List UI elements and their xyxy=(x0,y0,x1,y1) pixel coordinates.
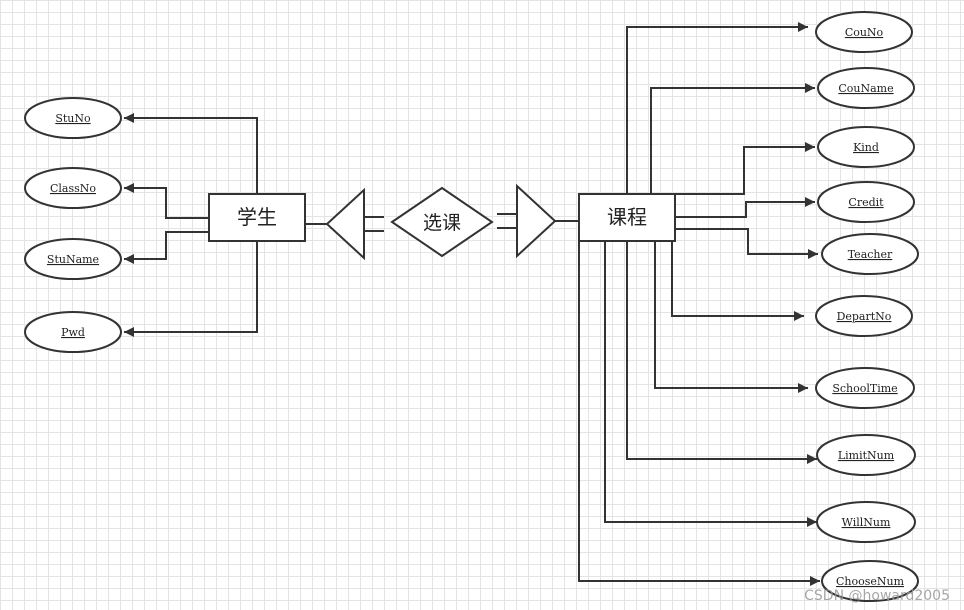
entity-course xyxy=(578,193,676,242)
attribute-couno-label: CouNo xyxy=(845,26,884,39)
attribute-departno-label: DepartNo xyxy=(837,310,892,323)
attribute-kind-label: Kind xyxy=(853,141,879,154)
connector-stuname xyxy=(124,231,209,264)
connector-classno xyxy=(124,183,209,219)
course-relationship-link xyxy=(497,183,579,259)
connector-pwd xyxy=(124,241,258,337)
attribute-choosenum xyxy=(821,560,919,602)
relationship-diamond xyxy=(390,186,494,258)
attribute-stuname xyxy=(24,238,122,280)
course-cardinality-marker xyxy=(516,183,557,259)
attribute-credit-label: Credit xyxy=(848,196,884,209)
student-connectors xyxy=(124,113,258,337)
student-attributes: StuNo ClassNo StuName Pwd xyxy=(24,97,122,353)
connector-stuno xyxy=(124,113,258,194)
attribute-couno xyxy=(815,11,913,53)
attribute-couname-label: CouName xyxy=(838,82,893,95)
attribute-departno xyxy=(815,295,913,337)
connector-limitnum xyxy=(626,241,817,464)
connector-choosenum xyxy=(578,241,820,586)
connector-schooltime xyxy=(654,241,808,393)
attribute-stuno xyxy=(24,97,122,139)
attribute-schooltime xyxy=(815,367,915,409)
attribute-couname xyxy=(817,67,915,109)
course-connectors xyxy=(578,22,820,586)
attribute-credit xyxy=(817,181,915,223)
student-cardinality-marker xyxy=(325,187,365,261)
attribute-limitnum xyxy=(816,434,916,476)
attribute-teacher-label: Teacher xyxy=(848,248,893,261)
student-relationship-link xyxy=(305,187,384,261)
attribute-choosenum-label: ChooseNum xyxy=(836,575,905,588)
attribute-kind xyxy=(817,126,915,168)
attribute-stuno-label: StuNo xyxy=(55,112,91,125)
entity-student-label: 学生 xyxy=(237,205,277,229)
watermark: CSDN @howard2005 xyxy=(804,588,950,604)
attribute-pwd-label: Pwd xyxy=(61,326,85,339)
connector-departno xyxy=(671,241,804,321)
attribute-classno xyxy=(24,167,122,209)
entity-course-label: 课程 xyxy=(607,205,647,229)
attribute-schooltime-label: SchoolTime xyxy=(832,382,897,395)
attribute-pwd xyxy=(24,311,122,353)
attribute-classno-label: ClassNo xyxy=(50,182,96,195)
connector-willnum xyxy=(604,241,817,527)
entity-student xyxy=(208,193,306,242)
attribute-limitnum-label: LimitNum xyxy=(838,449,895,462)
relationship-label: 选课 xyxy=(423,212,461,234)
connector-couname xyxy=(650,83,815,194)
attribute-willnum xyxy=(816,501,916,543)
connector-couno xyxy=(626,22,808,194)
connector-credit xyxy=(675,197,815,218)
connector-teacher xyxy=(675,228,818,259)
attribute-stuname-label: StuName xyxy=(47,253,99,266)
attribute-willnum-label: WillNum xyxy=(842,516,891,529)
connector-kind xyxy=(675,142,815,195)
attribute-teacher xyxy=(821,233,919,275)
course-attributes: CouNo CouName Kind Credit Teacher Depart… xyxy=(815,11,919,602)
